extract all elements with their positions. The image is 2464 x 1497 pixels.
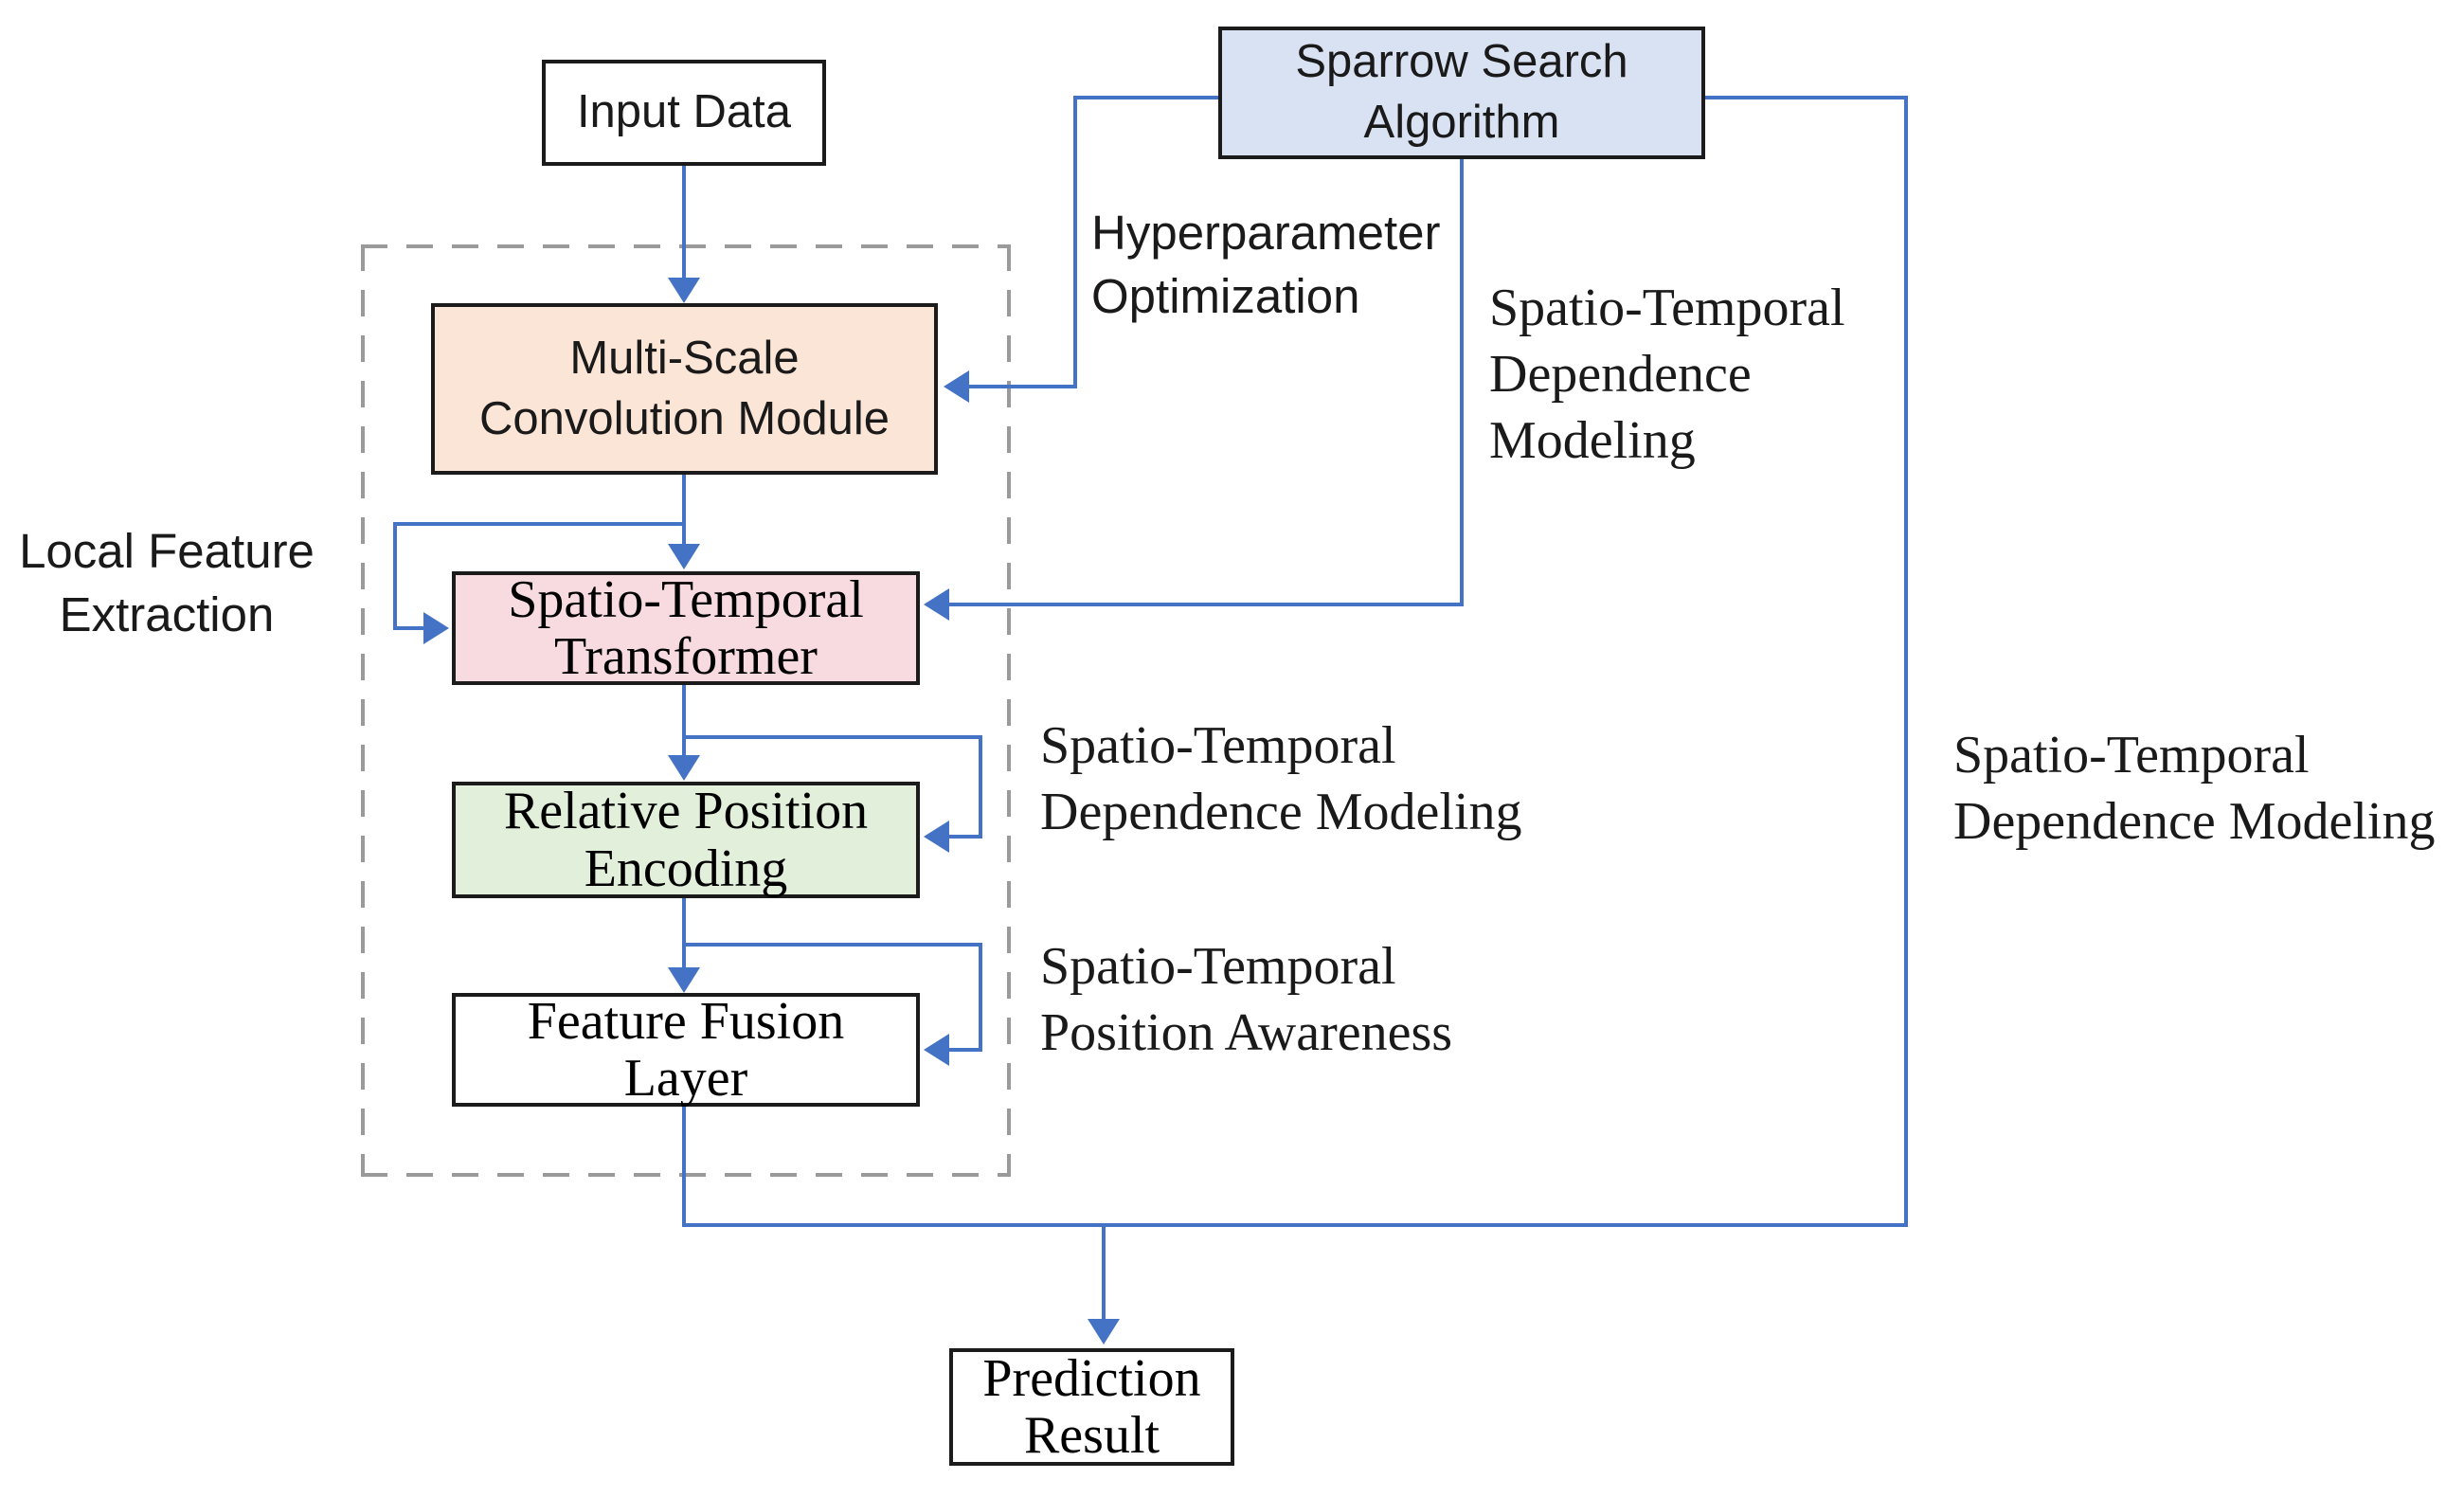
node-msc-line1: Multi-Scale bbox=[569, 332, 800, 384]
arrowhead-rpe-to-ffl bbox=[668, 967, 700, 993]
node-sparrow-line1: Sparrow Search bbox=[1295, 36, 1628, 88]
edge-msc-to-stt bbox=[682, 475, 686, 545]
node-rpe-line2: Encoding bbox=[584, 839, 788, 898]
label-local-feature-line1: Local Feature bbox=[19, 524, 315, 578]
label-hyperparameter-line2: Optimization bbox=[1091, 269, 1360, 324]
label-stdm-middle: Spatio-Temporal Dependence Modeling bbox=[1040, 712, 1521, 845]
node-stt-line1: Spatio-Temporal bbox=[508, 569, 864, 629]
label-hyperparameter-line1: Hyperparameter bbox=[1091, 206, 1441, 260]
edge-bypass-top bbox=[393, 522, 684, 526]
node-sparrow-line2: Algorithm bbox=[1363, 97, 1560, 148]
dashed-right-edge bbox=[1007, 244, 1011, 1177]
edge-bypass-left bbox=[393, 522, 397, 628]
label-stdm-mid-line2: Dependence Modeling bbox=[1040, 783, 1522, 841]
node-prediction-result: Prediction Result bbox=[949, 1348, 1234, 1466]
node-feature-fusion-layer: Feature Fusion Layer bbox=[452, 991, 920, 1108]
node-msc-line2: Convolution Module bbox=[478, 392, 890, 444]
edge-ssa-to-msc bbox=[968, 385, 1077, 388]
edge-stt-to-rpe bbox=[682, 685, 686, 757]
arrowhead-ssa-to-stt bbox=[924, 588, 949, 621]
label-stdm-right-line1: Spatio-Temporal bbox=[1953, 726, 2310, 785]
edge-ssa-bottom-drop bbox=[1460, 159, 1464, 606]
node-ffl-line2: Layer bbox=[623, 1049, 748, 1108]
edge-rpe-to-ffl bbox=[682, 898, 686, 968]
arrowhead-bypass-to-stt bbox=[423, 612, 449, 644]
edge-bypass-bottom bbox=[393, 626, 426, 630]
node-multi-scale-convolution-module: Multi-Scale Convolution Module bbox=[431, 303, 938, 475]
edge-input-to-msc bbox=[682, 166, 686, 280]
edge-ssa-to-stt bbox=[947, 603, 1464, 606]
dashed-bottom-edge bbox=[361, 1173, 1011, 1177]
edge-rpe-loop-right bbox=[979, 943, 982, 1048]
edge-bus-to-prediction bbox=[1102, 1223, 1106, 1320]
node-prediction-line2: Result bbox=[1023, 1406, 1160, 1465]
edge-ssa-left-top bbox=[1073, 96, 1218, 99]
label-stdm-mid-line1: Spatio-Temporal bbox=[1040, 716, 1396, 775]
label-stpa-line1: Spatio-Temporal bbox=[1040, 937, 1396, 996]
node-stt-line2: Transformer bbox=[554, 627, 818, 686]
label-stdm-top-line1: Spatio-Temporal bbox=[1489, 279, 1845, 337]
arrowhead-msc-to-stt bbox=[668, 544, 700, 569]
label-stpa-line2: Position Awareness bbox=[1040, 1003, 1453, 1062]
edge-stt-loop-bottom bbox=[947, 835, 982, 839]
node-input-data: Input Data bbox=[542, 60, 826, 166]
edge-stt-loop-top bbox=[684, 735, 982, 739]
node-relative-position-encoding: Relative Position Encoding bbox=[452, 782, 920, 898]
label-stdm-right-line2: Dependence Modeling bbox=[1953, 792, 2436, 851]
dashed-top-edge bbox=[361, 244, 1011, 248]
edge-rpe-loop-top bbox=[684, 943, 982, 947]
edge-bottom-bus bbox=[682, 1223, 1908, 1227]
label-stdm-right: Spatio-Temporal Dependence Modeling bbox=[1953, 722, 2435, 855]
label-stdm-top-line3: Modeling bbox=[1489, 411, 1696, 470]
dashed-left-edge bbox=[361, 244, 365, 1177]
node-prediction-line1: Prediction bbox=[982, 1348, 1201, 1408]
arrowhead-to-prediction bbox=[1088, 1319, 1120, 1344]
edge-stt-loop-right bbox=[979, 735, 982, 839]
label-stdm-under-sparrow: Spatio-Temporal Dependence Modeling bbox=[1489, 275, 1845, 474]
edge-rpe-loop-bottom bbox=[947, 1048, 982, 1052]
edge-right-rail bbox=[1904, 96, 1908, 1227]
node-rpe-line1: Relative Position bbox=[503, 782, 869, 841]
node-ffl-line1: Feature Fusion bbox=[527, 991, 845, 1051]
arrowhead-loop-to-ffl bbox=[924, 1034, 949, 1066]
arrowhead-ssa-to-msc bbox=[944, 370, 969, 403]
node-input-data-label: Input Data bbox=[576, 86, 792, 138]
label-local-feature-extraction: Local Feature Extraction bbox=[8, 519, 326, 647]
label-stdm-top-line2: Dependence bbox=[1489, 345, 1752, 404]
arrowhead-input-to-msc bbox=[668, 278, 700, 303]
label-hyperparameter-optimization: Hyperparameter Optimization bbox=[1091, 201, 1440, 329]
edge-ffl-down bbox=[682, 1107, 686, 1227]
label-spatio-temporal-position-awareness: Spatio-Temporal Position Awareness bbox=[1040, 933, 1452, 1066]
edge-ssa-left-drop bbox=[1073, 96, 1077, 388]
arrowhead-loop-to-rpe bbox=[924, 821, 949, 853]
label-local-feature-line2: Extraction bbox=[59, 587, 275, 642]
node-sparrow-search-algorithm: Sparrow Search Algorithm bbox=[1218, 27, 1705, 159]
node-spatio-temporal-transformer: Spatio-Temporal Transformer bbox=[452, 569, 920, 686]
arrowhead-stt-to-rpe bbox=[668, 755, 700, 781]
edge-ssa-right-top bbox=[1705, 96, 1908, 99]
